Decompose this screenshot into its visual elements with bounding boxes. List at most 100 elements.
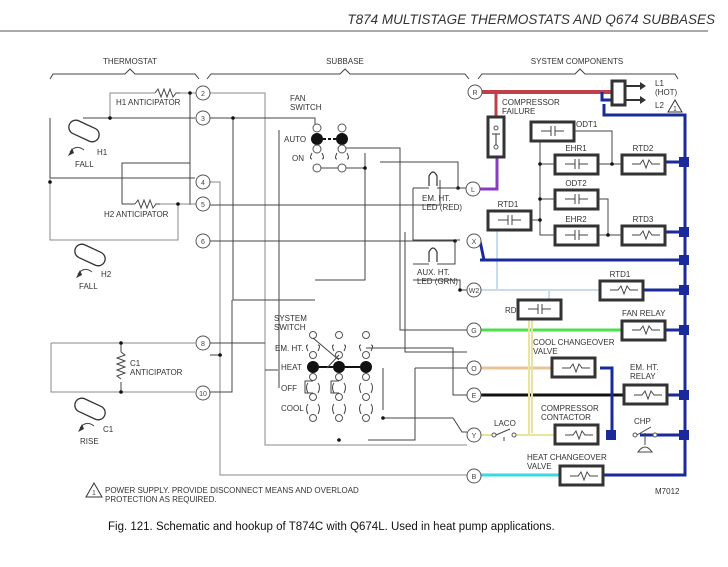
laco-label: LACO bbox=[494, 419, 516, 428]
odt1-contact bbox=[529, 120, 576, 143]
terminal-8[interactable]: 8 bbox=[195, 335, 211, 351]
subbase-wiring bbox=[210, 92, 467, 476]
fan-switch-label-1: FAN bbox=[290, 94, 306, 103]
l1-label: L1 bbox=[655, 79, 664, 88]
svg-text:Y: Y bbox=[472, 433, 477, 440]
aux-led-label-1: AUX. HT. bbox=[417, 268, 450, 277]
chp-label: CHP bbox=[634, 417, 651, 426]
terminal-10[interactable]: 10 bbox=[195, 385, 211, 401]
subbase-brace bbox=[206, 68, 470, 80]
compressor-failure-label-1: COMPRESSOR bbox=[502, 98, 560, 107]
terminal-o[interactable]: O bbox=[466, 360, 482, 376]
h1-label: H1 bbox=[97, 148, 108, 157]
compressor-contactor-label-1: COMPRESSOR bbox=[541, 404, 599, 413]
figure-caption: Fig. 121. Schematic and hookup of T874C … bbox=[108, 521, 555, 533]
rtd3-coil bbox=[620, 224, 667, 247]
rtd3-label: RTD3 bbox=[633, 215, 654, 224]
page-header-title: T874 MULTISTAGE THERMOSTATS AND Q674 SUB… bbox=[347, 12, 715, 27]
terminal-y[interactable]: Y bbox=[466, 427, 482, 443]
thermostat-wiring bbox=[48, 87, 196, 394]
field-wiring bbox=[478, 90, 689, 477]
fan-switch-label-2: SWITCH bbox=[290, 103, 322, 112]
svg-text:8: 8 bbox=[201, 341, 205, 348]
svg-text:1: 1 bbox=[92, 490, 96, 497]
heat-changeover-label-2: VALVE bbox=[527, 462, 552, 471]
thermostat-section-label: THERMOSTAT bbox=[103, 57, 157, 66]
compressor-contactor-coil bbox=[553, 423, 600, 446]
em-led-label-1: EM. HT. bbox=[422, 194, 450, 203]
warning-triangle-icon: 1 bbox=[667, 99, 683, 113]
laco-switch-icon bbox=[491, 428, 517, 441]
terminal-w2[interactable]: W2 bbox=[466, 282, 482, 298]
svg-text:1: 1 bbox=[673, 106, 677, 113]
terminal-r[interactable]: R bbox=[467, 84, 483, 100]
ehr2-label: EHR2 bbox=[565, 215, 587, 224]
terminal-6[interactable]: 6 bbox=[195, 233, 211, 249]
compressor-contactor-label-2: CONTACTOR bbox=[541, 413, 591, 422]
svg-text:G: G bbox=[471, 328, 476, 335]
odt2-contact bbox=[553, 188, 600, 211]
system-emht-label: EM. HT. bbox=[275, 344, 303, 353]
h2-label: H2 bbox=[101, 270, 112, 279]
fan-relay-label: FAN RELAY bbox=[622, 309, 666, 318]
wire-y bbox=[480, 312, 555, 436]
system-components-section-label: SYSTEM COMPONENTS bbox=[531, 57, 623, 66]
system-components-brace bbox=[477, 68, 679, 80]
terminal-b[interactable]: B bbox=[466, 468, 482, 484]
svg-text:W2: W2 bbox=[469, 288, 480, 295]
svg-text:4: 4 bbox=[201, 180, 205, 187]
compressor-failure-label-2: FAILURE bbox=[502, 107, 535, 116]
em-ht-relay-label-2: RELAY bbox=[630, 372, 656, 381]
cool-changeover-label-2: VALVE bbox=[533, 347, 558, 356]
heat-changeover-label-1: HEAT CHANGEOVER bbox=[527, 453, 607, 462]
terminal-5[interactable]: 5 bbox=[195, 196, 211, 212]
c1-anticipator-label-2: ANTICIPATOR bbox=[130, 368, 183, 377]
c1-mercury-bulb-icon bbox=[74, 397, 106, 432]
wire-common bbox=[480, 92, 687, 477]
fan-auto-label: AUTO bbox=[284, 135, 306, 144]
power-terminal-block bbox=[610, 79, 646, 107]
svg-text:10: 10 bbox=[199, 391, 207, 398]
thermostat-brace bbox=[49, 68, 200, 80]
subbase-section-label: SUBBASE bbox=[326, 57, 364, 66]
rtd1-coil-label: RTD1 bbox=[610, 270, 631, 279]
l2-label: L2 bbox=[655, 101, 664, 110]
l1-hot-label: (HOT) bbox=[655, 88, 678, 97]
em-ht-relay-label-1: EM. HT. bbox=[630, 363, 658, 372]
fan-switch[interactable] bbox=[310, 123, 349, 173]
system-switch[interactable] bbox=[304, 331, 373, 422]
terminal-2[interactable]: 2 bbox=[195, 85, 211, 101]
terminal-4[interactable]: 4 bbox=[195, 174, 211, 190]
system-cool-label: COOL bbox=[281, 404, 304, 413]
h1-direction: FALL bbox=[75, 160, 94, 169]
rtd1-coil bbox=[598, 279, 645, 302]
em-led-label-2: LED (RED) bbox=[422, 203, 462, 212]
svg-text:2: 2 bbox=[201, 91, 205, 98]
h1-anticipator-label: H1 ANTICIPATOR bbox=[116, 98, 181, 107]
ehr2-contact bbox=[553, 224, 600, 247]
terminal-e[interactable]: E bbox=[466, 387, 482, 403]
svg-text:L: L bbox=[471, 187, 475, 194]
terminal-l[interactable]: L bbox=[465, 181, 481, 197]
em-ht-led-icon bbox=[413, 171, 458, 189]
rd-label: RD bbox=[505, 306, 517, 315]
rtd2-label: RTD2 bbox=[633, 144, 654, 153]
ehr1-label: EHR1 bbox=[565, 144, 587, 153]
terminal-3[interactable]: 3 bbox=[195, 110, 211, 126]
c1-label: C1 bbox=[103, 425, 114, 434]
power-supply-note-2: PROTECTION AS REQUIRED. bbox=[105, 495, 217, 504]
rtd1-contact bbox=[486, 209, 533, 232]
wire-w2 bbox=[496, 228, 550, 305]
terminal-x[interactable]: X bbox=[466, 233, 482, 249]
h2-direction: FALL bbox=[79, 282, 98, 291]
terminal-g[interactable]: G bbox=[466, 322, 482, 338]
system-switch-label-1: SYSTEM bbox=[274, 314, 307, 323]
svg-text:R: R bbox=[472, 90, 477, 97]
odt2-label: ODT2 bbox=[565, 179, 587, 188]
cool-changeover-valve-coil bbox=[550, 356, 597, 379]
chp-switch-icon bbox=[632, 426, 658, 453]
rd-contact bbox=[516, 298, 563, 321]
fan-on-label: ON bbox=[292, 154, 304, 163]
rtd2-coil bbox=[620, 153, 667, 176]
svg-text:3: 3 bbox=[201, 116, 205, 123]
